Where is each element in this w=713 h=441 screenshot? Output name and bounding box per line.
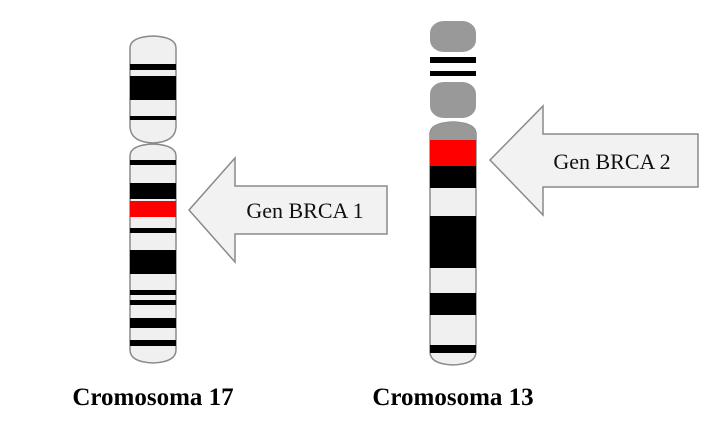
band [430,216,476,268]
band [430,345,476,353]
chromosome-17 [129,35,177,364]
band [130,300,176,305]
chromosome-13-caption: Cromosoma 13 [372,384,533,411]
band [130,183,176,199]
brca2-locus [430,140,476,166]
band [130,290,176,295]
band [430,293,476,315]
chromosome-13-q-arm [429,121,477,366]
brca1-arrow: Gen BRCA 1 [187,156,388,264]
satellite-top [430,21,476,52]
band [130,318,176,328]
chromosome-17-caption: Cromosoma 17 [72,384,233,411]
band [130,116,176,120]
band [130,64,176,70]
band [130,250,176,274]
chromosome-13 [429,21,477,366]
band [130,76,176,100]
stalk-band [430,71,476,76]
brca1-label: Gen BRCA 1 [246,198,363,223]
band [130,160,176,165]
band [130,340,176,346]
band [430,166,476,188]
stalk-band [430,57,476,63]
brca2-arrow: Gen BRCA 2 [488,104,699,217]
band [130,228,176,233]
chromosome-17-q-arm [129,143,177,364]
satellite-middle [430,82,476,118]
brca1-locus [130,201,176,217]
brca2-label: Gen BRCA 2 [553,149,670,174]
chromosome-17-p-arm [129,35,177,144]
